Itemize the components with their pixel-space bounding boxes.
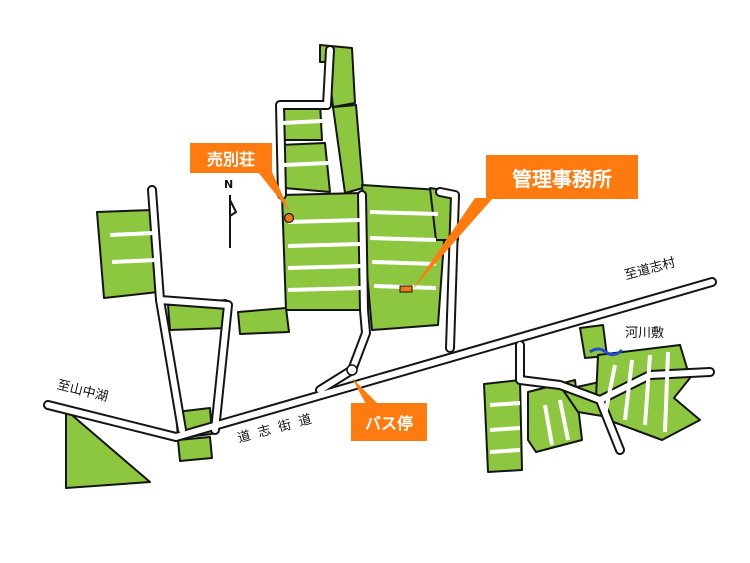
bus-stop-pointer — [352, 378, 378, 404]
river-icon — [589, 347, 624, 357]
north-arrow-icon — [229, 195, 238, 248]
office-marker-icon — [399, 285, 413, 293]
office-pointer — [412, 198, 493, 290]
north-label: N — [224, 178, 234, 191]
kawara-label: 河川敷 — [625, 326, 665, 341]
dot-marker-icon — [283, 212, 295, 224]
roads — [43, 45, 717, 455]
for-sale-pointer — [258, 172, 290, 212]
bus-stop-callout: バス停 — [351, 403, 427, 441]
office-callout: 管理事務所 — [486, 155, 638, 199]
circle-marker-icon — [346, 364, 358, 376]
for-sale-callout: 売別荘 — [190, 143, 272, 173]
